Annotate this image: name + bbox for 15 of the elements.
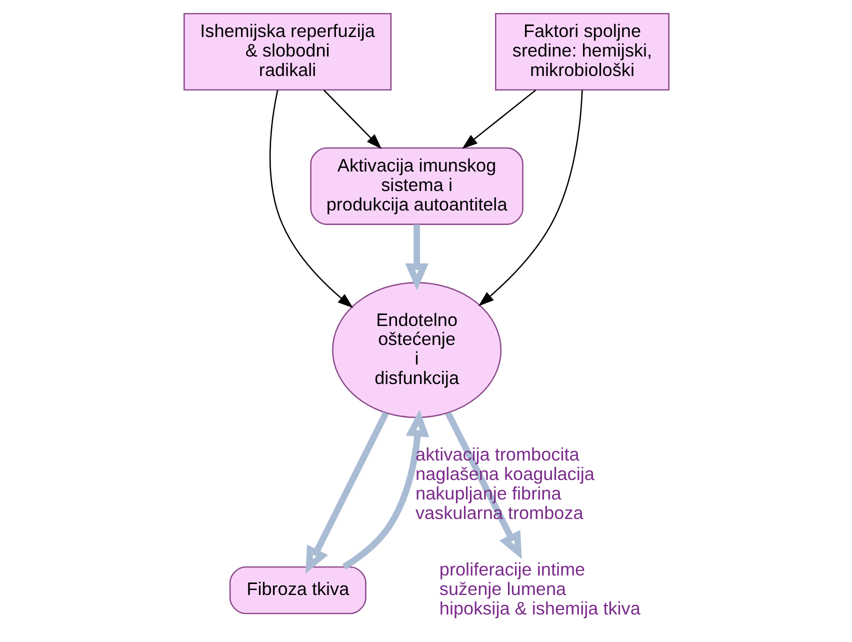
- node-box: Aktivacija imunskog sistema i produkcija autoantitela: [310, 147, 523, 225]
- edge-label: aktivacija trombocita naglašena koagulacija nakupljanje fibrina vaskularna tromboza: [415, 444, 594, 523]
- arrow: [342, 410, 429, 570]
- node-ellipse: Endotelno oštećenje i disfunkcija: [332, 282, 502, 418]
- arrow: [322, 90, 382, 150]
- arrow: [444, 412, 522, 560]
- node-box: Ishemijska reperfuzija & slobodni radikali: [183, 12, 392, 91]
- node-box: Faktori spoljne sredine: hemijski, mikrobiološki: [494, 12, 669, 91]
- arrow: [305, 412, 388, 574]
- arrow: [268, 90, 353, 308]
- node-text: proliferacije intime suženje lumena hipoksija & ishemija tkiva: [438, 560, 640, 618]
- node-box: Fibroza tkiva: [228, 566, 366, 614]
- arrow: [462, 90, 536, 149]
- arrow: [478, 90, 582, 306]
- arrow: [404, 224, 428, 290]
